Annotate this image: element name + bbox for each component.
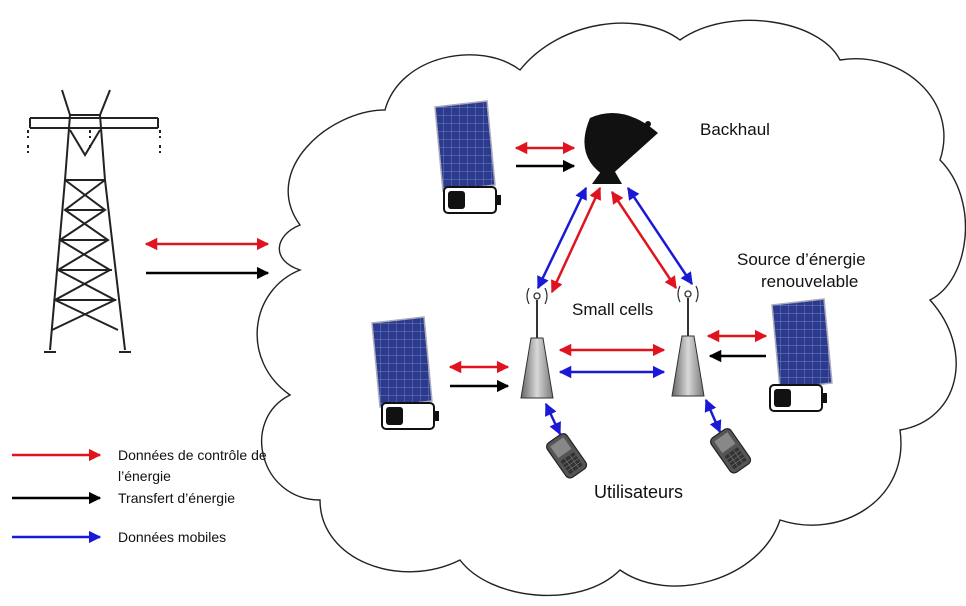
arrow-mobile-right-backhaul	[626, 186, 694, 286]
legend-control-text-1: Données de contrôle de	[118, 447, 267, 463]
solar-panel-icon	[771, 298, 833, 390]
legend-control-text-2: l’énergie	[118, 468, 171, 484]
users-label: Utilisateurs	[594, 482, 684, 502]
renewable-source-label-1: Source d’énergie	[737, 250, 866, 269]
solar-panel-icon	[371, 316, 433, 408]
battery-icon	[769, 384, 828, 412]
battery-icon	[381, 402, 440, 430]
pylon-icon	[27, 89, 161, 353]
small-cells-label: Small cells	[572, 300, 654, 319]
arrow-control-left-backhaul	[550, 186, 602, 294]
arrow-mobile-right-phone	[704, 398, 722, 434]
battery-icon	[443, 186, 502, 214]
arrow-mobile-left-phone	[544, 402, 562, 436]
legend-energy-text: Transfert d’énergie	[118, 490, 235, 506]
satellite-dish-icon	[584, 113, 658, 184]
legend-mobile-text: Données mobiles	[118, 529, 227, 545]
cloud-shape	[256, 19, 966, 597]
renewable-source-label-2: renouvelable	[761, 272, 859, 291]
solar-panel-icon	[434, 100, 496, 192]
backhaul-label: Backhaul	[700, 120, 770, 139]
